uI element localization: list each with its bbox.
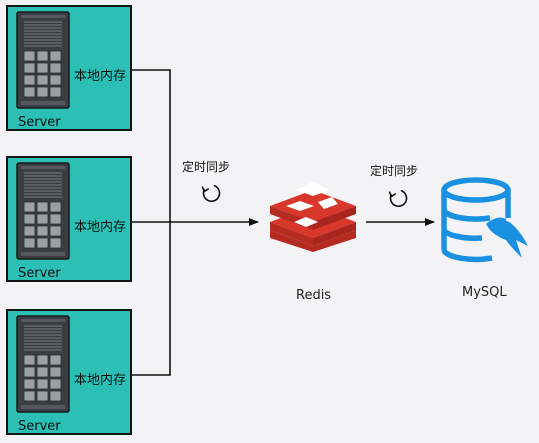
sync-label-redis-mysql: 定时同步	[370, 164, 419, 178]
local-memory-label: 本地内存	[74, 69, 127, 84]
connector-server-1	[132, 69, 171, 222]
server-node-2: 本地内存 Server	[6, 156, 132, 282]
refresh-cycle-icon	[199, 181, 223, 205]
local-memory-label: 本地内存	[74, 373, 127, 388]
mysql-label: MySQL	[462, 285, 507, 300]
mysql-database-icon	[441, 177, 528, 263]
sync-label-servers-redis: 定时同步	[182, 160, 231, 174]
server-node-1: 本地内存 Server	[6, 5, 132, 131]
server-label: Server	[18, 266, 61, 281]
local-memory-label: 本地内存	[74, 220, 127, 235]
redis-label: Redis	[296, 288, 332, 303]
refresh-cycle-icon	[386, 186, 410, 210]
redis-logo-icon	[270, 182, 356, 252]
server-node-3: 本地内存 Server	[6, 309, 132, 435]
server-label: Server	[18, 115, 61, 130]
server-label: Server	[18, 419, 61, 434]
connector-server-3	[132, 222, 171, 376]
